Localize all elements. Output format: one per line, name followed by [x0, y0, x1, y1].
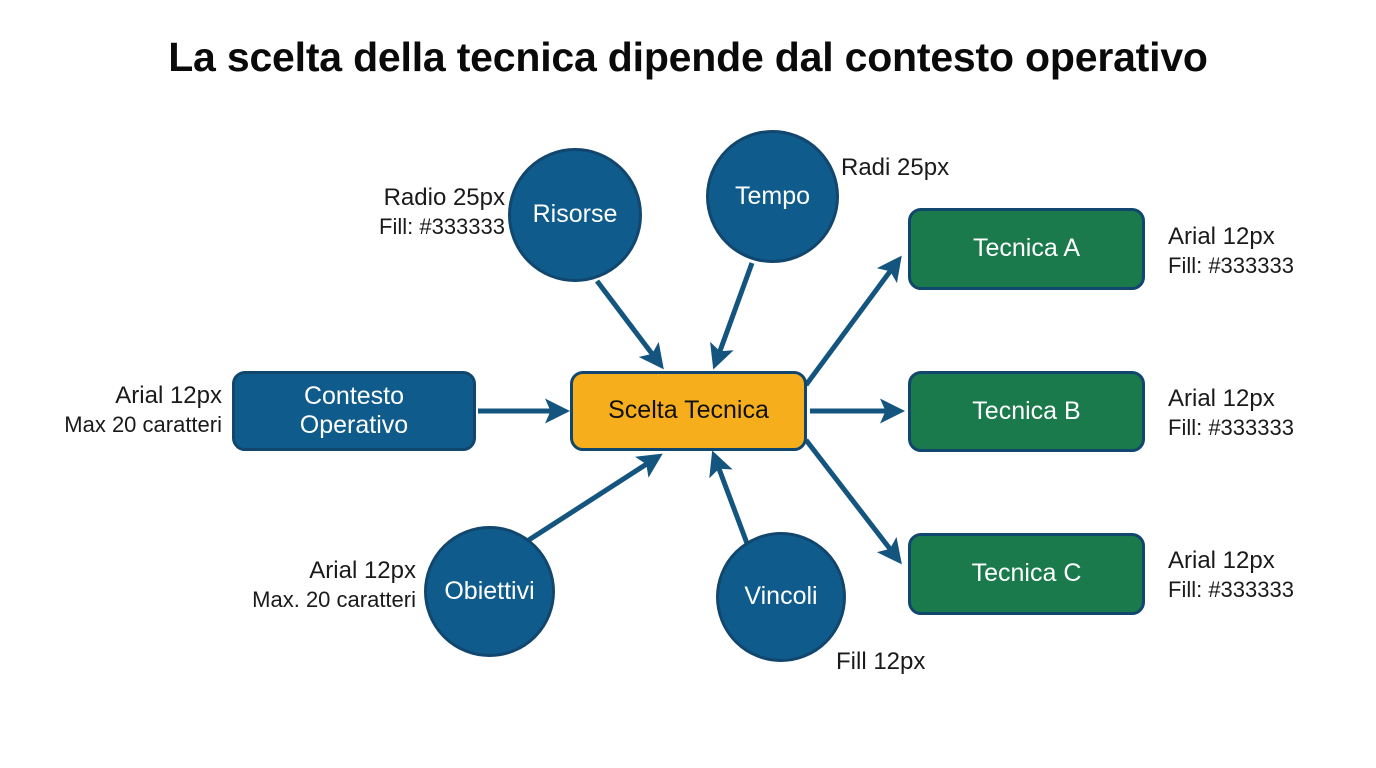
node-tecnica-b-label: Tecnica B [972, 396, 1081, 425]
node-contesto-operativo[interactable]: Contesto Operativo [232, 371, 476, 451]
node-contesto-operativo-label-line1: Contesto [303, 381, 405, 410]
node-vincoli-label: Vincoli [744, 582, 818, 611]
annotation-contesto-line2: Max 20 caratteri [64, 411, 222, 437]
annotation-risorse-line1: Radio 25px [383, 184, 505, 211]
annotation-vincoli-line1: Fill 12px [836, 648, 926, 675]
annotation-risorse-line2: Fill: #333333 [379, 213, 505, 239]
annotation-tecnica-b-line2: Fill: #333333 [1168, 414, 1294, 440]
node-tempo-label: Tempo [734, 181, 811, 210]
node-risorse[interactable]: Risorse [508, 148, 642, 282]
annotation-obiettivi-line1: Arial 12px [309, 557, 416, 584]
annotation-tecnica-a-spec: Arial 12px Fill: #333333 [1168, 222, 1294, 279]
node-obiettivi-label: Obiettivi [444, 576, 535, 605]
node-scelta-tecnica-label: Scelta Tecnica [608, 396, 769, 425]
annotation-vincoli-spec: Fill 12px [836, 647, 925, 677]
edge-vincoli-to-center [709, 450, 751, 547]
annotation-contesto-spec: Arial 12px Max 20 caratteri [20, 381, 222, 438]
annotation-tecnica-b-spec: Arial 12px Fill: #333333 [1168, 384, 1294, 441]
annotation-tecnica-a-line2: Fill: #333333 [1168, 252, 1294, 278]
annotation-tecnica-a-line1: Arial 12px [1168, 223, 1275, 250]
node-tecnica-c[interactable]: Tecnica C [908, 533, 1145, 615]
node-tecnica-a[interactable]: Tecnica A [908, 208, 1145, 290]
annotation-tempo-spec: Radi 25px [841, 153, 949, 183]
annotation-tecnica-c-line1: Arial 12px [1168, 547, 1275, 574]
node-contesto-operativo-label-line2: Operativo [299, 411, 409, 439]
edge-obiettivi-to-center [519, 453, 663, 548]
node-tecnica-b[interactable]: Tecnica B [908, 371, 1145, 452]
annotation-tecnica-c-line2: Fill: #333333 [1168, 576, 1294, 602]
annotation-contesto-line1: Arial 12px [115, 382, 222, 409]
annotation-obiettivi-line2: Max. 20 caratteri [252, 586, 416, 612]
node-obiettivi[interactable]: Obiettivi [424, 526, 555, 657]
page-title: La scelta della tecnica dipende dal cont… [168, 34, 1208, 80]
node-risorse-label: Risorse [532, 200, 618, 229]
node-vincoli[interactable]: Vincoli [716, 532, 846, 662]
node-tecnica-c-label: Tecnica C [971, 559, 1082, 588]
edge-center-to-tecnica-c [804, 438, 902, 565]
annotation-tecnica-b-line1: Arial 12px [1168, 385, 1275, 412]
edge-risorse-to-center [595, 279, 664, 370]
node-tempo[interactable]: Tempo [706, 130, 839, 263]
edge-tempo-to-center [710, 262, 755, 370]
edge-center-to-tecnica-a [803, 255, 902, 387]
node-tecnica-a-label: Tecnica A [972, 234, 1080, 263]
annotation-tecnica-c-spec: Arial 12px Fill: #333333 [1168, 546, 1294, 603]
node-scelta-tecnica[interactable]: Scelta Tecnica [570, 371, 807, 451]
annotation-risorse-spec: Radio 25px Fill: #333333 [300, 183, 505, 240]
annotation-tempo-line1: Radi 25px [841, 154, 950, 181]
annotation-obiettivi-spec: Arial 12px Max. 20 caratteri [208, 556, 416, 613]
